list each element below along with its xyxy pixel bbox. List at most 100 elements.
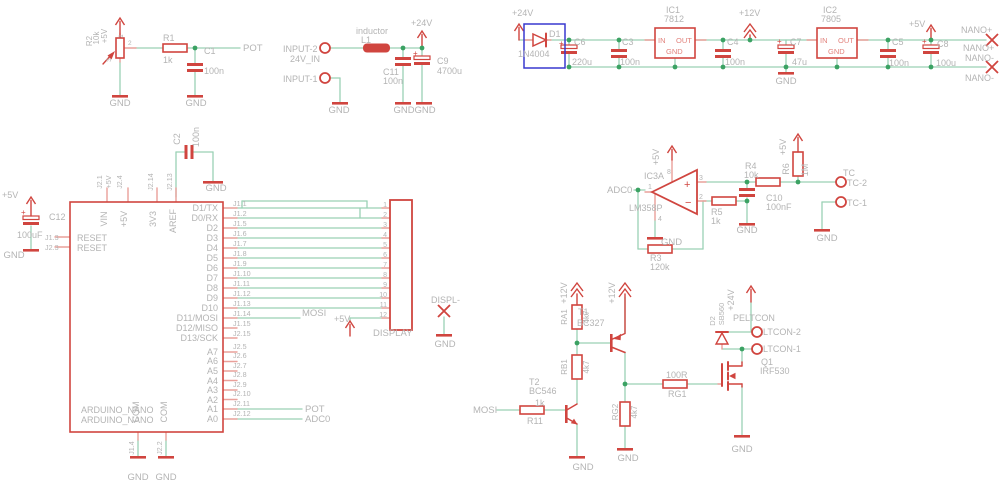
label: +5V <box>100 28 109 43</box>
connector-pad[interactable] <box>319 42 331 54</box>
connector-pad[interactable] <box>751 343 763 355</box>
label: J2.1 <box>95 175 104 189</box>
junction-dot <box>400 45 406 51</box>
opamp-ic3a-symbol[interactable] <box>649 168 698 216</box>
label: 2 <box>699 194 703 201</box>
capacitor-plate <box>923 51 939 54</box>
capacitor-plus-plate <box>777 44 795 50</box>
label: BC327 <box>577 318 605 328</box>
label: 100n <box>383 76 403 86</box>
label: 100R <box>666 370 688 380</box>
diode-d2-symbol[interactable] <box>714 331 730 345</box>
label: 24V_IN <box>290 54 320 64</box>
label: IN <box>820 36 828 45</box>
label: 2 <box>128 40 132 47</box>
label: RB1 <box>560 359 569 375</box>
ic2-7805-box[interactable] <box>816 27 858 59</box>
label: 1M <box>800 164 810 177</box>
supply-arrow-icon <box>513 22 525 32</box>
label: D2 <box>206 223 218 233</box>
junction-dot <box>672 64 678 70</box>
label: NANO- <box>965 53 994 63</box>
capacitor-c2-symbol[interactable] <box>184 145 194 159</box>
label: D9 <box>206 293 218 303</box>
label: J2.5 <box>233 342 247 351</box>
label: TC-2 <box>847 178 867 188</box>
label: J1.4 <box>127 441 136 455</box>
mosfet-q1-symbol[interactable] <box>721 361 743 391</box>
supply-arrow-icon <box>666 144 678 154</box>
capacitor-plate <box>739 188 755 191</box>
label: 100n <box>889 58 909 68</box>
connector-pad[interactable] <box>835 196 847 208</box>
junction-dot <box>720 37 726 43</box>
label: J1.8 <box>233 249 247 258</box>
supply-arrow-icon <box>925 23 937 33</box>
junction-dot <box>783 64 789 70</box>
label: +12V <box>739 8 760 18</box>
inductor-l1-symbol[interactable] <box>363 43 390 53</box>
label: J2.6 <box>233 351 247 360</box>
label: J2.7 <box>233 361 247 370</box>
label: INPUT-2 <box>283 44 318 54</box>
label: 4k7 <box>630 405 639 418</box>
label: L1 <box>361 35 371 45</box>
label: T1 <box>578 307 589 317</box>
label: R3 <box>650 253 662 263</box>
junction-dot <box>739 346 745 352</box>
connector-pad[interactable] <box>319 72 331 84</box>
display-connector-body[interactable] <box>389 199 413 331</box>
connector-pad[interactable] <box>751 326 763 338</box>
label: 2 <box>383 212 387 219</box>
label: GND <box>328 105 349 116</box>
label: ADC0 <box>607 185 632 196</box>
gnd-bar <box>158 456 174 459</box>
generated-parts <box>22 16 999 459</box>
transistor-t1-symbol[interactable] <box>610 332 626 354</box>
diode-d1-symbol[interactable] <box>523 23 566 69</box>
label: J1.3 <box>45 233 59 242</box>
label: PELTCON <box>733 313 775 323</box>
label: A7 <box>207 347 218 357</box>
capacitor-plate <box>611 49 627 52</box>
label: +5V <box>104 175 113 188</box>
ic1-7812-box[interactable] <box>654 27 696 59</box>
label: 10k <box>92 31 101 45</box>
junction-dot <box>720 64 726 70</box>
label: A0 <box>207 414 218 424</box>
label: Q1 <box>761 357 773 367</box>
label: 7805 <box>821 14 841 24</box>
label: 100nF <box>766 202 792 212</box>
label: + <box>922 37 927 46</box>
label: + <box>21 208 26 217</box>
transistor-t2-symbol[interactable] <box>565 403 578 425</box>
label: 1k <box>711 216 721 226</box>
junction-dot <box>192 45 198 51</box>
capacitor-plate <box>414 62 430 65</box>
potentiometer-r2-symbol[interactable] <box>102 37 125 65</box>
label: J1.9 <box>233 259 247 268</box>
arduino-nano-box[interactable] <box>69 201 224 433</box>
label: C9 <box>437 56 449 66</box>
label: 7812 <box>664 14 684 24</box>
label: 12 <box>379 312 387 319</box>
gnd-bar <box>203 181 223 184</box>
label: D12/MISO <box>176 323 218 333</box>
label: PELTCON-1 <box>751 344 801 354</box>
connector-pad[interactable] <box>835 176 847 188</box>
label: C3 <box>622 37 634 47</box>
label: GND <box>828 47 845 56</box>
label: OUT <box>838 36 854 45</box>
label: D11/MOSI <box>177 313 218 323</box>
label: J2.15 <box>233 329 251 338</box>
label: D10 <box>201 303 218 313</box>
capacitor-plus-plate <box>560 44 578 50</box>
label: D0/RX <box>191 213 218 223</box>
label: GND <box>155 472 176 483</box>
label: +12V <box>607 282 617 303</box>
label: + <box>684 179 690 191</box>
capacitor-plate <box>778 51 794 54</box>
label: ADC0 <box>305 414 330 425</box>
